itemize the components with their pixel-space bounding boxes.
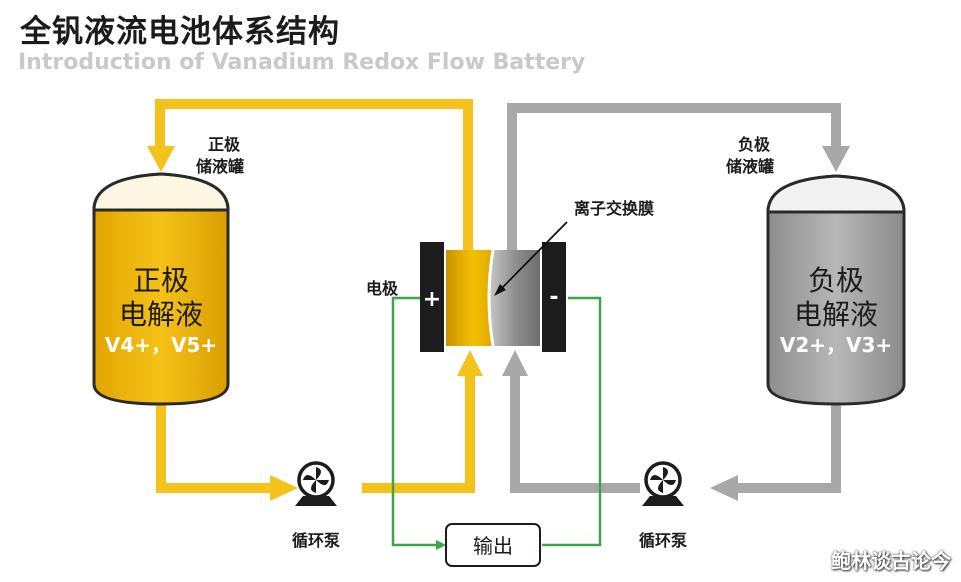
positive-right-arrow — [270, 475, 298, 501]
output-label: 输出 — [473, 534, 513, 558]
negative-tank — [766, 174, 906, 406]
negative-tank-name-line2: 储液罐 — [725, 157, 774, 176]
negative-electrolyte-line2: 电解液 — [794, 298, 878, 331]
negative-half-cell — [490, 250, 540, 346]
positive-tank — [92, 172, 230, 406]
positive-bottom-pipe-left — [156, 398, 272, 493]
positive-electrolyte-line2: 电解液 — [119, 298, 203, 331]
wire-negative — [542, 296, 602, 547]
left-pump-icon — [295, 461, 337, 506]
positive-pipes — [155, 99, 475, 493]
right-pump-icon — [642, 461, 684, 506]
wire-positive — [391, 296, 440, 547]
page-subtitle: Introduction of Vanadium Redox Flow Batt… — [18, 50, 586, 75]
negative-electrode-plate — [542, 242, 566, 352]
battery-cell — [420, 242, 566, 352]
minus-sign: - — [549, 285, 558, 310]
positive-tank-name-line2: 储液罐 — [195, 157, 244, 176]
negative-electrolyte-line1: 负极 — [808, 264, 864, 297]
negative-ions: V2+，V3+ — [780, 333, 892, 357]
positive-half-cell — [446, 250, 492, 346]
membrane-label: 离子交换膜 — [574, 199, 654, 218]
left-pump-label: 循环泵 — [292, 531, 340, 550]
page-title: 全钒液流电池体系结构 — [20, 14, 340, 50]
positive-tank-name-line1: 正极 — [208, 135, 241, 154]
membrane-pointer — [498, 221, 568, 292]
negative-top-pipe — [507, 103, 841, 250]
positive-ions: V4+，V5+ — [105, 333, 217, 357]
positive-down-arrow — [147, 146, 175, 172]
negative-down-arrow — [822, 146, 850, 172]
negative-bottom-pipe-right — [736, 398, 841, 493]
negative-tank-name-line1: 负极 — [738, 135, 771, 154]
membrane-pointer-arrowhead — [494, 284, 506, 296]
watermark: 鲍林谈古论今 — [831, 549, 951, 573]
positive-electrode-plate — [420, 242, 444, 352]
right-pump-label: 循环泵 — [639, 531, 687, 550]
positive-bottom-pipe-right — [362, 372, 475, 493]
negative-left-arrow — [710, 475, 738, 501]
negative-bottom-pipe-left — [510, 372, 640, 493]
positive-electrolyte-line1: 正极 — [133, 264, 189, 297]
ion-exchange-membrane — [487, 249, 495, 347]
electrode-label: 电极 — [366, 279, 399, 298]
positive-up-arrow — [457, 350, 483, 376]
negative-up-arrow — [502, 350, 528, 376]
negative-pipes — [507, 103, 841, 493]
positive-top-pipe — [155, 99, 473, 250]
output-box — [445, 523, 541, 567]
output-wires — [391, 296, 602, 547]
plus-sign: + — [423, 287, 441, 312]
wire-arrow-icon — [436, 540, 446, 550]
